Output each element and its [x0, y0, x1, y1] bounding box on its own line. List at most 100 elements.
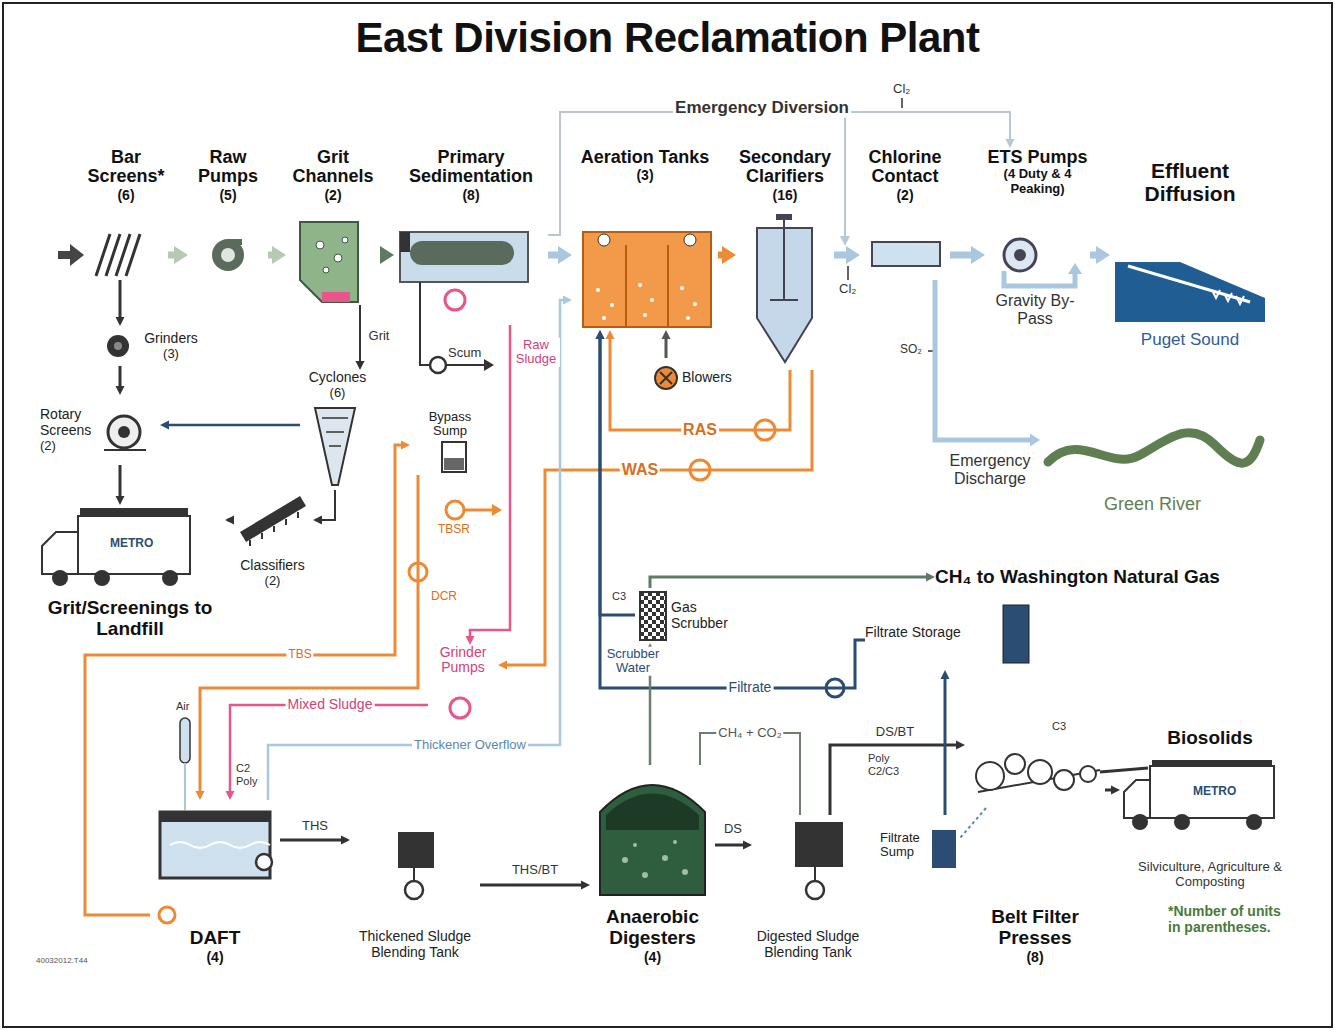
grit-channel-symbol — [323, 267, 329, 273]
process-unit: Raw Pumps(5) — [188, 148, 268, 280]
connector-line — [280, 839, 343, 842]
belt-press-symbol — [976, 762, 1004, 790]
sedimentation-tank-symbol — [410, 241, 514, 265]
connector-line — [548, 112, 1010, 235]
truck-symbol — [1124, 760, 1274, 830]
clarifier-symbol — [757, 214, 812, 362]
grit-channel-symbol — [316, 241, 324, 249]
process-unit: Aeration Tanks(3) — [572, 148, 718, 330]
arrowhead — [606, 330, 615, 339]
flow-connector — [596, 330, 866, 688]
digester-symbol — [662, 855, 668, 861]
cyclone-symbol — [322, 418, 348, 446]
truck-logo: METRO — [110, 537, 153, 551]
truck-destination: Grit/Screenings to Landfill — [35, 505, 225, 640]
process-unit: Grit Channels(2) — [286, 148, 380, 305]
flow-connector — [1105, 786, 1120, 795]
connector-line — [119, 280, 122, 319]
connector-label: Raw Sludge — [512, 338, 560, 367]
digester-symbol — [622, 840, 688, 878]
inflow-arrow — [58, 251, 72, 259]
node-subtext: (3) — [572, 167, 718, 183]
connector-line — [268, 300, 565, 800]
chemical-label: C3 — [612, 590, 626, 603]
node-heading: DAFT — [150, 928, 280, 949]
aeration-tank-symbol — [583, 232, 711, 327]
classifier-symbol — [240, 496, 306, 546]
blower-symbol — [655, 367, 677, 389]
blower-symbol — [655, 367, 677, 389]
node-heading: Cyclones — [300, 370, 375, 385]
flow-connector — [700, 733, 800, 815]
connector-line — [320, 490, 335, 520]
connector-line — [600, 337, 865, 688]
diversion-branch — [840, 236, 850, 246]
sedimentation-tank-symbol — [430, 357, 446, 373]
truck-symbol — [1174, 814, 1190, 830]
sedimentation-tank-symbol — [484, 359, 494, 371]
flow-connector — [116, 280, 125, 326]
pump-symbol — [492, 504, 502, 516]
sump-symbol — [442, 442, 466, 472]
arrowhead — [596, 330, 605, 339]
flow-connector — [548, 246, 572, 264]
truck-symbol — [78, 516, 190, 574]
flow-connector — [268, 296, 572, 801]
pump-symbol — [446, 501, 502, 519]
connector-line — [944, 677, 947, 815]
bypass-line — [1068, 263, 1082, 274]
grit-channel-symbol — [322, 292, 350, 302]
flow-connector — [606, 330, 791, 430]
flow-connector — [1090, 246, 1110, 264]
equipment-unit: Thickened Sludge Blending Tank — [350, 825, 480, 960]
flow-connector — [196, 475, 419, 800]
belt-press-symbol — [1100, 768, 1148, 772]
node-heading: Blowers — [682, 370, 750, 385]
connector-line — [119, 366, 122, 388]
truck-symbol — [1246, 814, 1262, 830]
connector-label: DS — [722, 822, 744, 836]
node-subtext: (4) — [150, 949, 280, 965]
diagram-title: East Division Reclamation Plant — [0, 14, 1335, 62]
aeration-tank-symbol — [643, 313, 647, 317]
arrowhead — [956, 741, 965, 750]
aeration-tank-symbol — [650, 298, 654, 302]
contact-tank-symbol — [872, 242, 940, 266]
grit-channel-symbol — [342, 237, 348, 243]
flow-connector — [662, 330, 671, 358]
digester-symbol — [673, 840, 677, 844]
dosing-arrow — [847, 266, 849, 280]
arrowhead — [225, 516, 234, 525]
flotation-tank-symbol — [256, 854, 272, 870]
connector-label: CH₄ + CO₂ — [716, 726, 783, 740]
truck-symbol — [1132, 814, 1148, 830]
belt-press-symbol — [1054, 770, 1074, 790]
arrowhead — [174, 246, 188, 264]
flow-connector — [268, 246, 286, 264]
storage-tank-symbol — [1003, 605, 1029, 663]
connector-line — [480, 884, 583, 887]
blending-tank-symbol — [398, 832, 434, 899]
node-subtext: (3) — [134, 346, 208, 361]
classifier-symbol — [250, 512, 298, 546]
scrubber-symbol — [640, 592, 666, 640]
node-subtext: (4 Duty & 4 Peaking) — [985, 167, 1090, 196]
connector-label: TBS — [286, 648, 313, 661]
arrowhead — [743, 841, 752, 850]
connector-label: Scrubber Water — [603, 647, 663, 676]
connector-label: Filtrate — [727, 680, 774, 695]
aeration-tank-symbol — [610, 303, 614, 307]
aeration-tank-symbol — [602, 316, 606, 320]
node-subtext: (4) — [590, 949, 715, 965]
truck-symbol — [1124, 780, 1150, 818]
connector-line — [167, 424, 300, 427]
pump-symbol — [1004, 239, 1036, 271]
flow-connector — [548, 112, 1015, 235]
node-subtext: (16) — [736, 187, 834, 203]
pump-symbol — [228, 239, 242, 245]
node-heading: Grinder Pumps — [428, 645, 498, 676]
node-heading: Filtrate Sump — [880, 831, 930, 860]
rotary-screen-symbol — [104, 416, 146, 450]
